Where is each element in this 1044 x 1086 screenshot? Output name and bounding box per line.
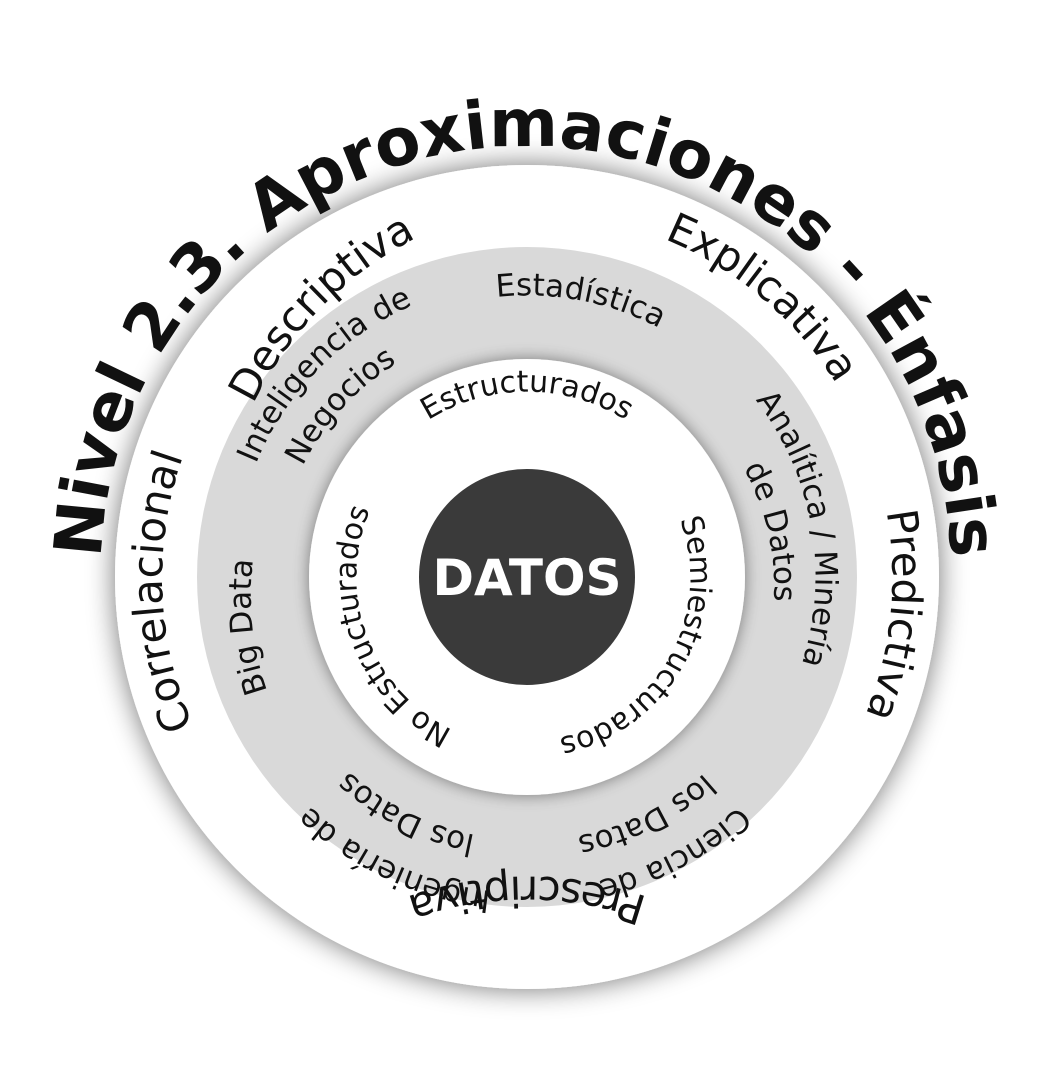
core-circle [419, 469, 635, 685]
core-label: DATOS [433, 549, 622, 607]
